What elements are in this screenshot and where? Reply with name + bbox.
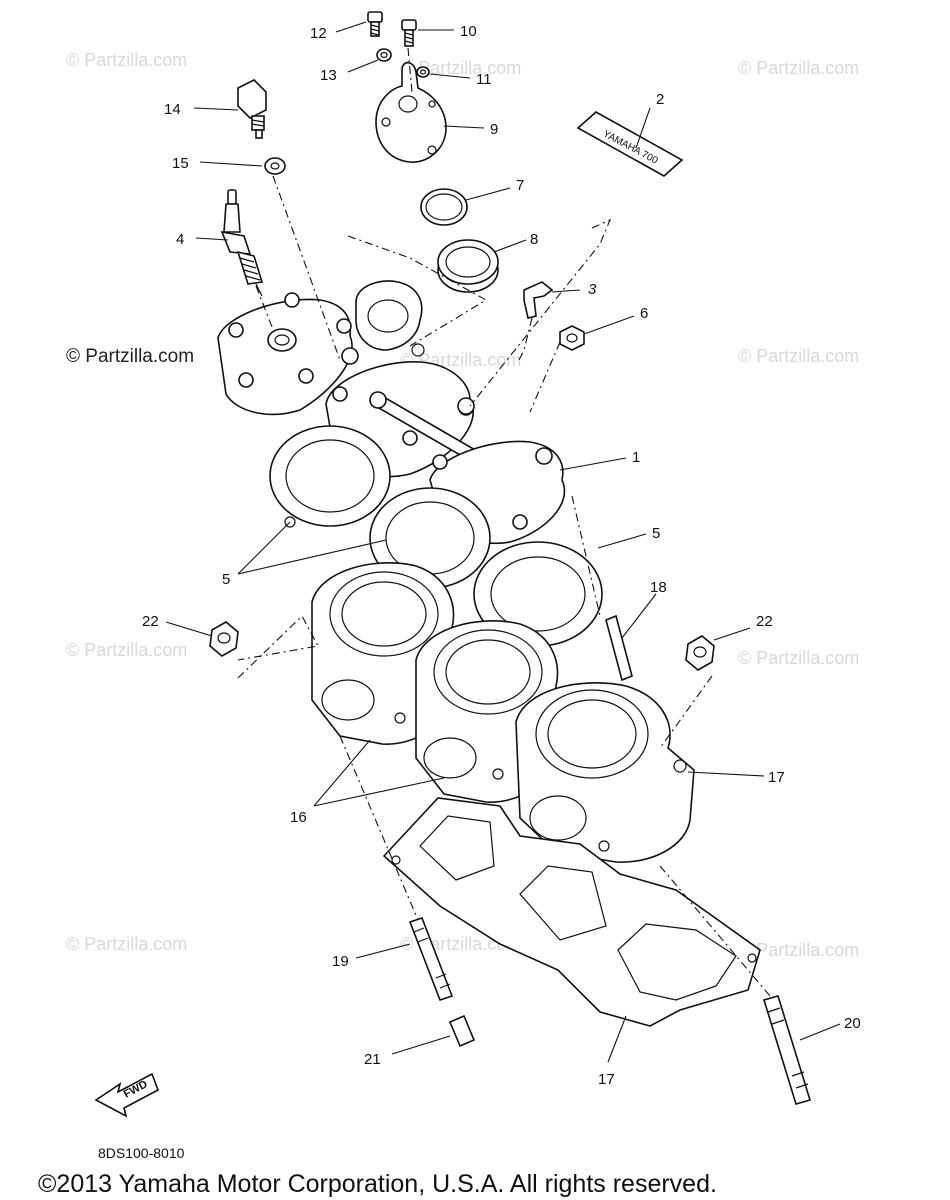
watermark: © Partzilla.com <box>738 940 859 960</box>
nut-6 <box>559 325 585 351</box>
stud-19 <box>408 916 454 1002</box>
watermark: © Partzilla.com <box>66 640 187 660</box>
stud-18 <box>605 614 633 682</box>
washer-13 <box>376 48 392 62</box>
washer-11 <box>416 66 430 78</box>
callout-8: 8 <box>530 231 538 248</box>
head-gasket-left <box>269 425 391 528</box>
thermostat-8 <box>437 239 499 293</box>
watermark: © Partzilla.com <box>738 58 859 78</box>
washer-15 <box>264 157 286 175</box>
fitting-3 <box>523 281 554 319</box>
diagram-code: 8DS100-8010 <box>98 1145 185 1161</box>
callout-15: 15 <box>172 155 189 172</box>
callout-4: 4 <box>176 231 184 248</box>
watermark: © Partzilla.com <box>400 58 521 78</box>
callout-19: 19 <box>332 953 349 970</box>
watermark: © Partzilla.com <box>66 346 194 367</box>
watermark: © Partzilla.com <box>66 50 187 70</box>
callout-7: 7 <box>516 177 524 194</box>
callout-11: 11 <box>476 71 492 88</box>
decal-2: YAMAHA 700 <box>576 111 684 177</box>
callout-12: 12 <box>310 25 327 42</box>
callout-5: 5 <box>222 571 230 588</box>
spark-plug-4 <box>220 189 264 297</box>
callout-14: 14 <box>164 101 181 118</box>
water-outlet <box>355 280 425 357</box>
callout-18: 18 <box>650 579 667 596</box>
stud-20 <box>762 995 812 1105</box>
leader-lines <box>165 21 841 1063</box>
thermostat-cover-9 <box>375 61 447 163</box>
callout-2: 2 <box>656 91 664 108</box>
callout-1: 1 <box>632 449 640 466</box>
callouts: 12 10 13 11 14 15 4 9 7 8 2 3 6 1 5 5 22… <box>142 23 861 1088</box>
callout-9: 9 <box>490 121 498 138</box>
copyright-notice: ©2013 Yamaha Motor Corporation, U.S.A. A… <box>38 1170 717 1198</box>
bolt-10 <box>401 19 417 47</box>
watermark: © Partzilla.com <box>66 934 187 954</box>
callout-20: 20 <box>844 1015 861 1032</box>
base-gasket <box>382 797 761 1027</box>
nut-22-right <box>685 635 715 671</box>
nut-22-left <box>209 621 239 657</box>
callout-5: 5 <box>652 525 660 542</box>
callout-22: 22 <box>756 613 773 630</box>
callout-17: 17 <box>768 769 785 786</box>
cylinder-right <box>515 682 695 863</box>
callout-13: 13 <box>320 67 337 84</box>
callout-17: 17 <box>598 1071 615 1088</box>
callout-6: 6 <box>640 305 648 322</box>
callout-21: 21 <box>364 1051 381 1068</box>
watermark: © Partzilla.com <box>738 648 859 668</box>
assembly-lines <box>237 47 771 997</box>
callout-3: 3 <box>588 281 597 298</box>
callout-22: 22 <box>142 613 159 630</box>
o-ring-7 <box>420 188 468 226</box>
callout-10: 10 <box>460 23 477 40</box>
sensor-14 <box>237 79 267 139</box>
head-cover-left <box>217 292 353 416</box>
fwd-arrow-icon: FWD <box>94 1072 159 1118</box>
callout-16: 16 <box>290 809 307 826</box>
bolt-12 <box>367 11 383 37</box>
dowel-21 <box>448 1014 476 1048</box>
watermark: © Partzilla.com <box>738 346 859 366</box>
